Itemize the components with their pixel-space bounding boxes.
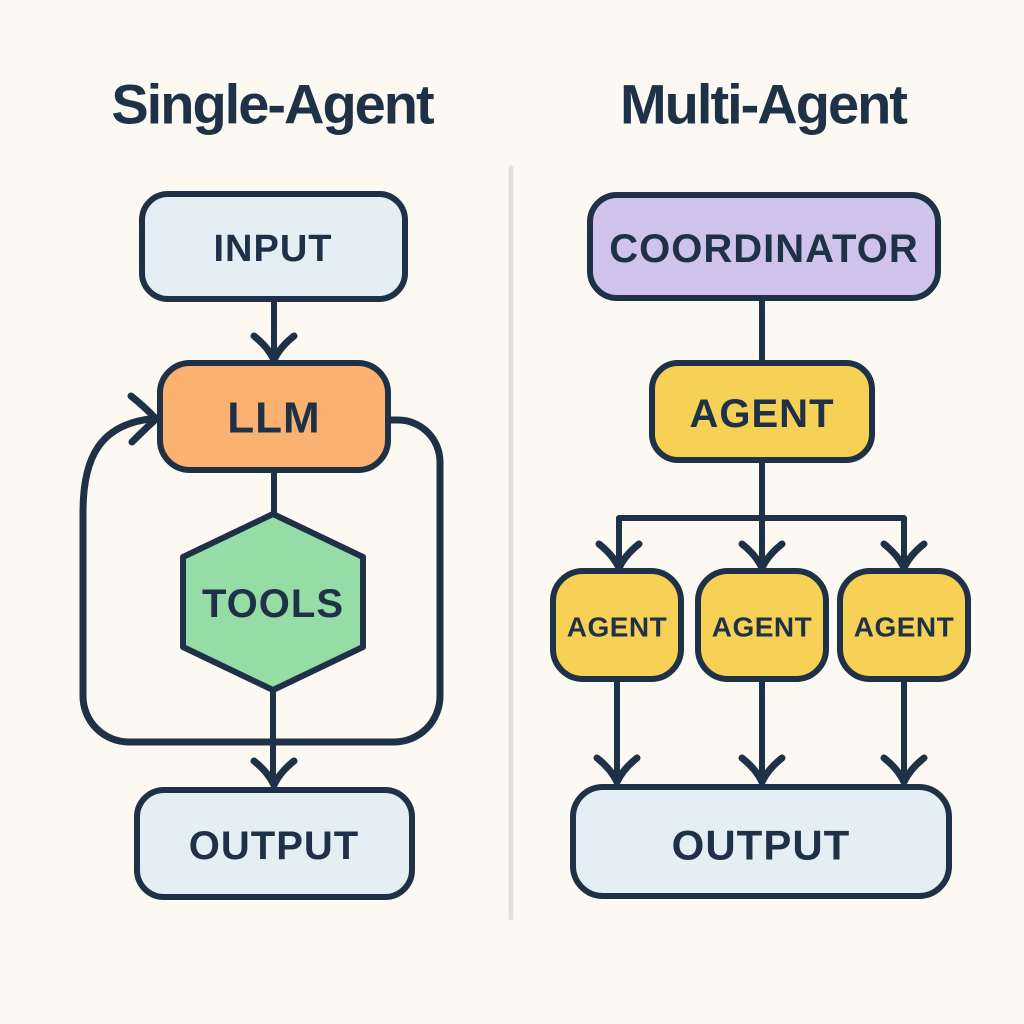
sub-agent-node-2 [695, 568, 829, 682]
llm-node [157, 360, 391, 473]
multi-agent-panel [550, 192, 971, 899]
arrowhead-tools-to-output [250, 757, 298, 789]
diagram-labels: Single-Agent Multi-Agent INPUT LLM TOOLS… [111, 73, 955, 869]
feedback-loop [79, 415, 444, 746]
coordinator-node [587, 192, 941, 301]
single-agent-panel [79, 191, 444, 900]
sub-agent-label-1: AGENT [567, 612, 668, 643]
llm-label: LLM [227, 394, 320, 443]
diagram-shapes [79, 191, 971, 900]
lead-agent-label: AGENT [690, 392, 835, 436]
arrowhead-loop-to-llm [127, 392, 160, 446]
sub-agent-node-1 [550, 568, 684, 682]
branch-connector [616, 459, 907, 568]
output-label-multi: OUTPUT [672, 822, 851, 869]
multi-agent-title: Multi-Agent [620, 73, 907, 136]
output-node-single [134, 787, 415, 900]
output-node-multi [570, 784, 952, 899]
tools-node [180, 511, 366, 693]
sub-agent-label-2: AGENT [712, 612, 813, 643]
single-agent-title: Single-Agent [111, 73, 434, 136]
sub-agent-label-3: AGENT [854, 612, 955, 643]
arrowhead-agent1-to-output [593, 754, 641, 786]
tools-label: TOOLS [202, 582, 344, 626]
sub-agent-node-3 [837, 568, 971, 682]
arrowhead-agent2-to-output [738, 754, 786, 786]
lead-agent-node [649, 360, 875, 463]
input-node [139, 191, 408, 302]
input-label: INPUT [214, 228, 333, 270]
arrowhead-agent3-to-output [880, 754, 928, 786]
output-label-single: OUTPUT [189, 824, 359, 868]
coordinator-label: COORDINATOR [609, 227, 919, 271]
